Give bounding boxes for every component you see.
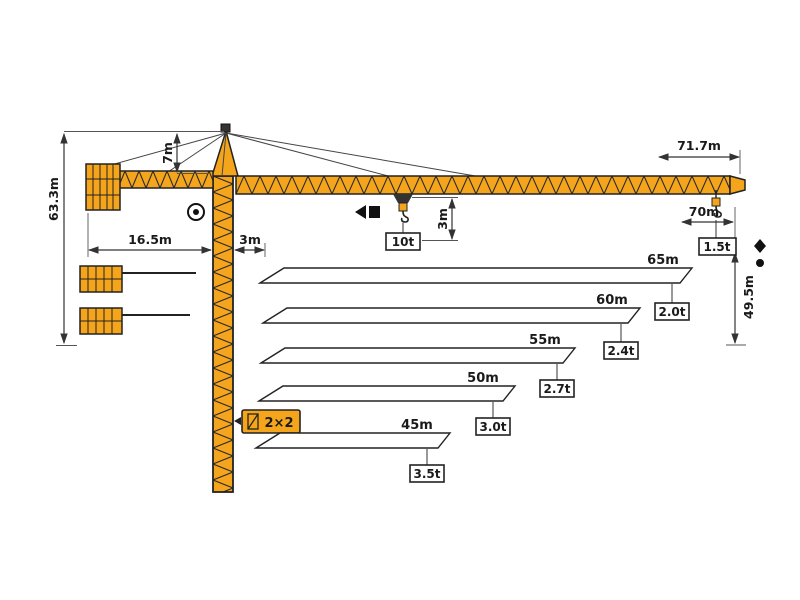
counter-jib [85,163,214,211]
hoist-diamond-icon [754,239,766,253]
jib-length-label: 45m [401,418,433,433]
tower-head-shape [210,128,239,177]
dim-label-apex-height: 7m [160,142,175,164]
main-jib [235,175,746,195]
dim-counter-radius: 16.5m [87,213,213,257]
hook-block [398,202,408,212]
hook-icon [400,210,409,223]
jib-profile [256,385,517,402]
tip-hook [711,190,722,218]
jib-length-label: 60m [596,293,628,308]
dim-label-rear-offset: 3m [239,232,261,247]
dim-label-total-height: 63.3m [46,177,61,221]
trolley-and-hook [393,194,413,223]
tip-load-box [698,237,737,256]
tip-load-label: 2.4t [608,344,635,358]
load-box [654,302,690,321]
tip-load-label: 2.0t [659,305,686,319]
tie-front-1 [225,132,393,178]
tower-mast [212,175,234,493]
trolley-square-icon [369,206,380,218]
jib-length-label: 55m [529,333,561,348]
dim-label-tip-radius: 70m [689,204,719,219]
tip-load-callout: 1.5t [698,220,737,256]
reeving-label: 2×2 [265,416,294,431]
dim-max-radius: 71.7m [657,138,741,174]
ballast-option-1 [79,265,196,293]
hoist-direction-icon [754,239,766,267]
jib-length-label: 65m [647,253,679,268]
load-box [475,417,511,436]
jib-profile [253,432,452,449]
dim-label-counter-radius: 16.5m [128,232,172,247]
slewing-icon [187,203,205,221]
dim-label-max-radius: 71.7m [677,138,721,153]
dim-label-tip-hook-height: 49.5m [741,275,756,319]
left-arrow-icon [355,205,366,219]
apex-pulley-icon [220,123,231,133]
dim-rear-offset: 3m [233,232,266,257]
tip-load-label: 3.0t [480,420,507,434]
max-load-box [385,232,421,251]
jib-variant-row: 50m 3.0t [256,371,517,436]
dim-apex-height: 7m [160,132,207,174]
reeving-callout: 2×2 [234,409,301,434]
dim-hook-drop: 3m [412,197,458,241]
counterweight-slabs [85,163,121,211]
trolley [393,194,413,203]
load-box [603,341,639,360]
rope-reeving-icon [247,413,259,430]
jib-length-label: 50m [467,371,499,386]
counterweight-block [85,163,121,211]
jib-variant-row: 45m 3.5t [253,418,452,483]
dim-label-hook-drop: 3m [435,208,450,230]
jib-profile [260,307,642,324]
jib-profile [257,267,694,284]
jib-profile [258,347,577,364]
jib-variant-row: 60m 2.4t [260,293,642,360]
dim-total-height: 63.3m [46,131,224,346]
ballast-option-2 [79,307,190,335]
max-load-label: 10t [392,235,415,249]
slew-dot [193,209,199,215]
rope-line [247,413,259,430]
dim-tip-hook-height: 49.5m [726,251,756,346]
jib-variant-row: 65m 2.0t [257,253,694,321]
jib-lattice [235,175,731,195]
trolley-travel-icon [355,205,380,219]
jib-variant-row: 55m 2.7t [258,333,577,398]
hook-icon [713,205,722,218]
hoist-dot-icon [756,259,764,267]
tip-load-label: 1.5t [704,240,731,254]
tip-load-label: 2.7t [544,382,571,396]
tower-head-brace [221,132,227,177]
jib-tip [729,175,746,195]
tie-rear-1 [99,132,227,169]
left-arrow-icon [234,417,241,425]
tie-front-2 [225,132,488,179]
tower-head [210,123,239,177]
mast-lattice [212,175,234,493]
load-box [539,379,575,398]
load-box [409,464,445,483]
tip-load-label: 3.5t [414,467,441,481]
max-load-callout: 10t [385,223,421,251]
